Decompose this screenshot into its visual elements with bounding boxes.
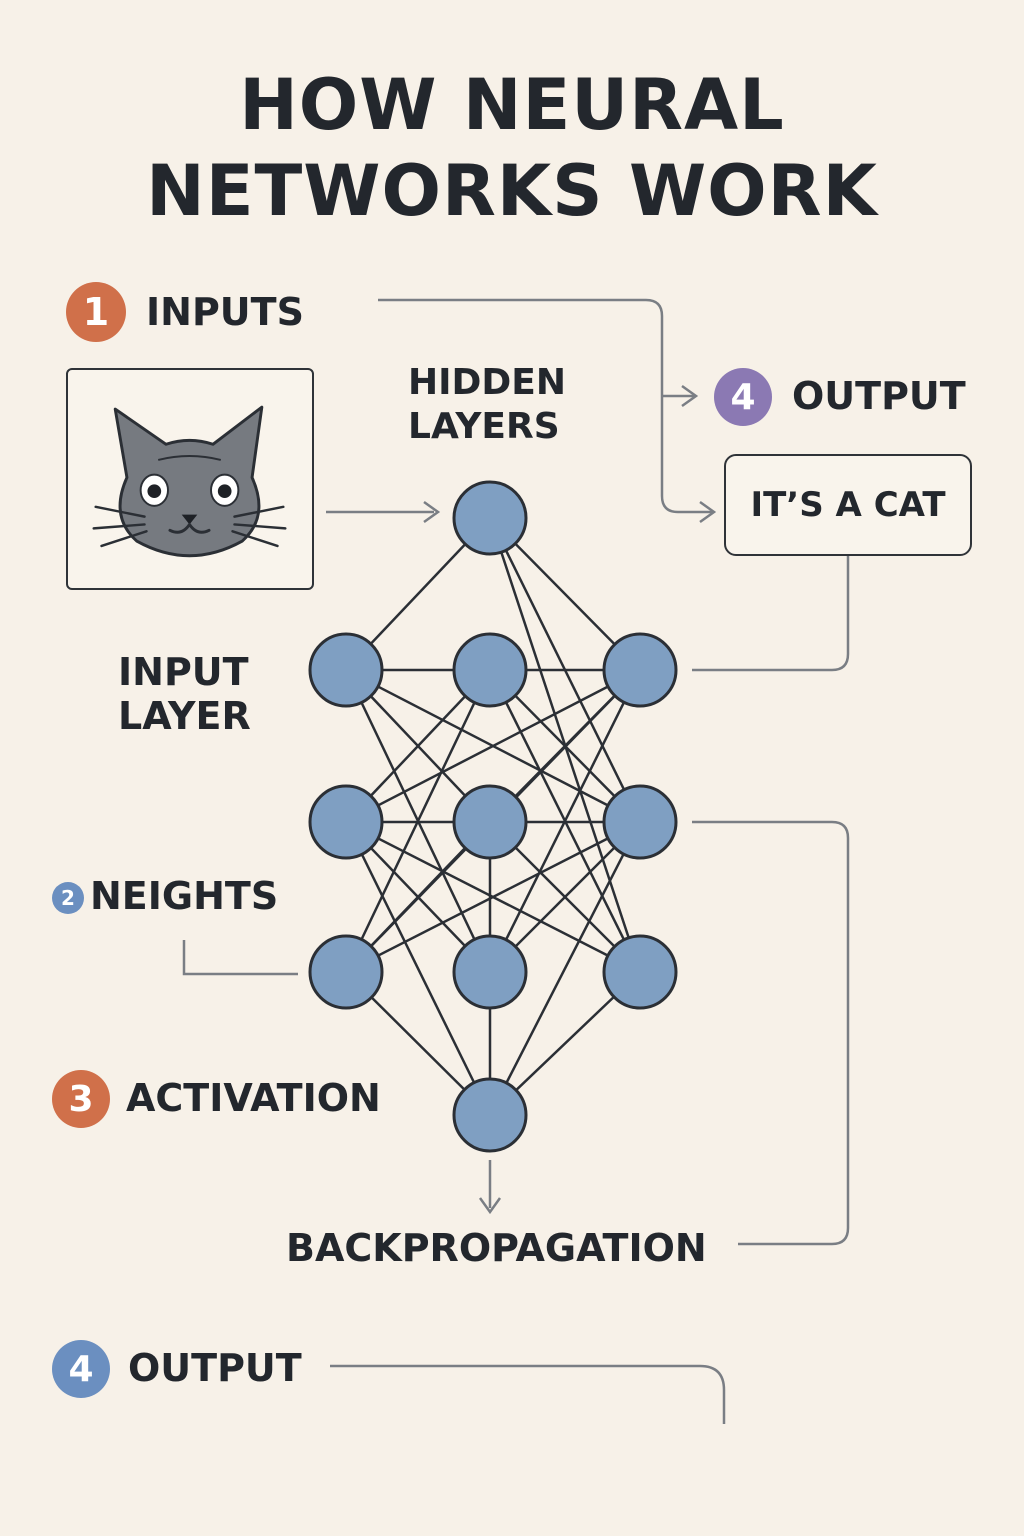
- connector-inputs-to-output: [378, 298, 712, 514]
- step-output-label-bottom: OUTPUT: [128, 1346, 302, 1390]
- arrowhead-backprop: [478, 1197, 502, 1215]
- network-node-r3a: [308, 934, 384, 1010]
- input-image-frame: [66, 368, 314, 590]
- network-nodes: [308, 480, 678, 1153]
- backpropagation-label: BACKPROPAGATION: [286, 1226, 707, 1270]
- step-inputs-label: INPUTS: [146, 290, 304, 334]
- connector-bottom-output: [330, 1364, 726, 1424]
- network-edge-r2c-r3a: [345, 820, 641, 974]
- network-node-bot: [452, 1077, 528, 1153]
- network-node-r2c: [602, 784, 678, 860]
- connector-network-to-backprop: [692, 820, 850, 1246]
- network-node-r1b: [452, 632, 528, 708]
- title-line-1: HOW NEURAL: [239, 64, 785, 146]
- network-node-r1c: [602, 632, 678, 708]
- input-layer-label-line-2: LAYER: [118, 694, 251, 738]
- result-box: IT’S A CAT: [724, 454, 972, 556]
- arrowhead-image-to-network: [423, 500, 441, 524]
- network-node-r1a: [308, 632, 384, 708]
- flow-connectors: [182, 298, 850, 1424]
- step-3-badge: 3: [52, 1070, 110, 1128]
- network-edge-r1c-r2a: [345, 668, 641, 824]
- cat-face-icon: [92, 405, 287, 558]
- step-output-label-top: OUTPUT: [792, 374, 966, 418]
- step-4-badge-top: 4: [714, 368, 772, 426]
- network-node-r2b: [452, 784, 528, 860]
- step-activation-label: ACTIVATION: [126, 1076, 381, 1120]
- network-node-r3c: [602, 934, 678, 1010]
- step-2-badge: 2: [52, 882, 84, 914]
- title-line-2: NETWORKS WORK: [146, 150, 878, 232]
- connector-result-to-network: [692, 556, 850, 672]
- arrowhead-output-badge: [681, 384, 699, 408]
- step-1-badge: 1: [66, 282, 126, 342]
- arrowhead-result-box: [699, 500, 717, 524]
- hidden-layers-label-line-1: HIDDEN: [408, 362, 567, 403]
- network-node-r2a: [308, 784, 384, 860]
- network-edge-r2c-bot: [488, 821, 642, 1116]
- network-node-top: [452, 480, 528, 556]
- step-weights-label: NEIGHTS: [90, 874, 279, 918]
- step-4-badge-bottom: 4: [52, 1340, 110, 1398]
- network-node-r3b: [452, 934, 528, 1010]
- input-layer-label-line-1: INPUT: [118, 650, 249, 694]
- network-edge-r2a-bot: [344, 821, 492, 1116]
- connector-weights-to-layer: [182, 940, 298, 976]
- hidden-layers-label-line-2: LAYERS: [408, 406, 560, 447]
